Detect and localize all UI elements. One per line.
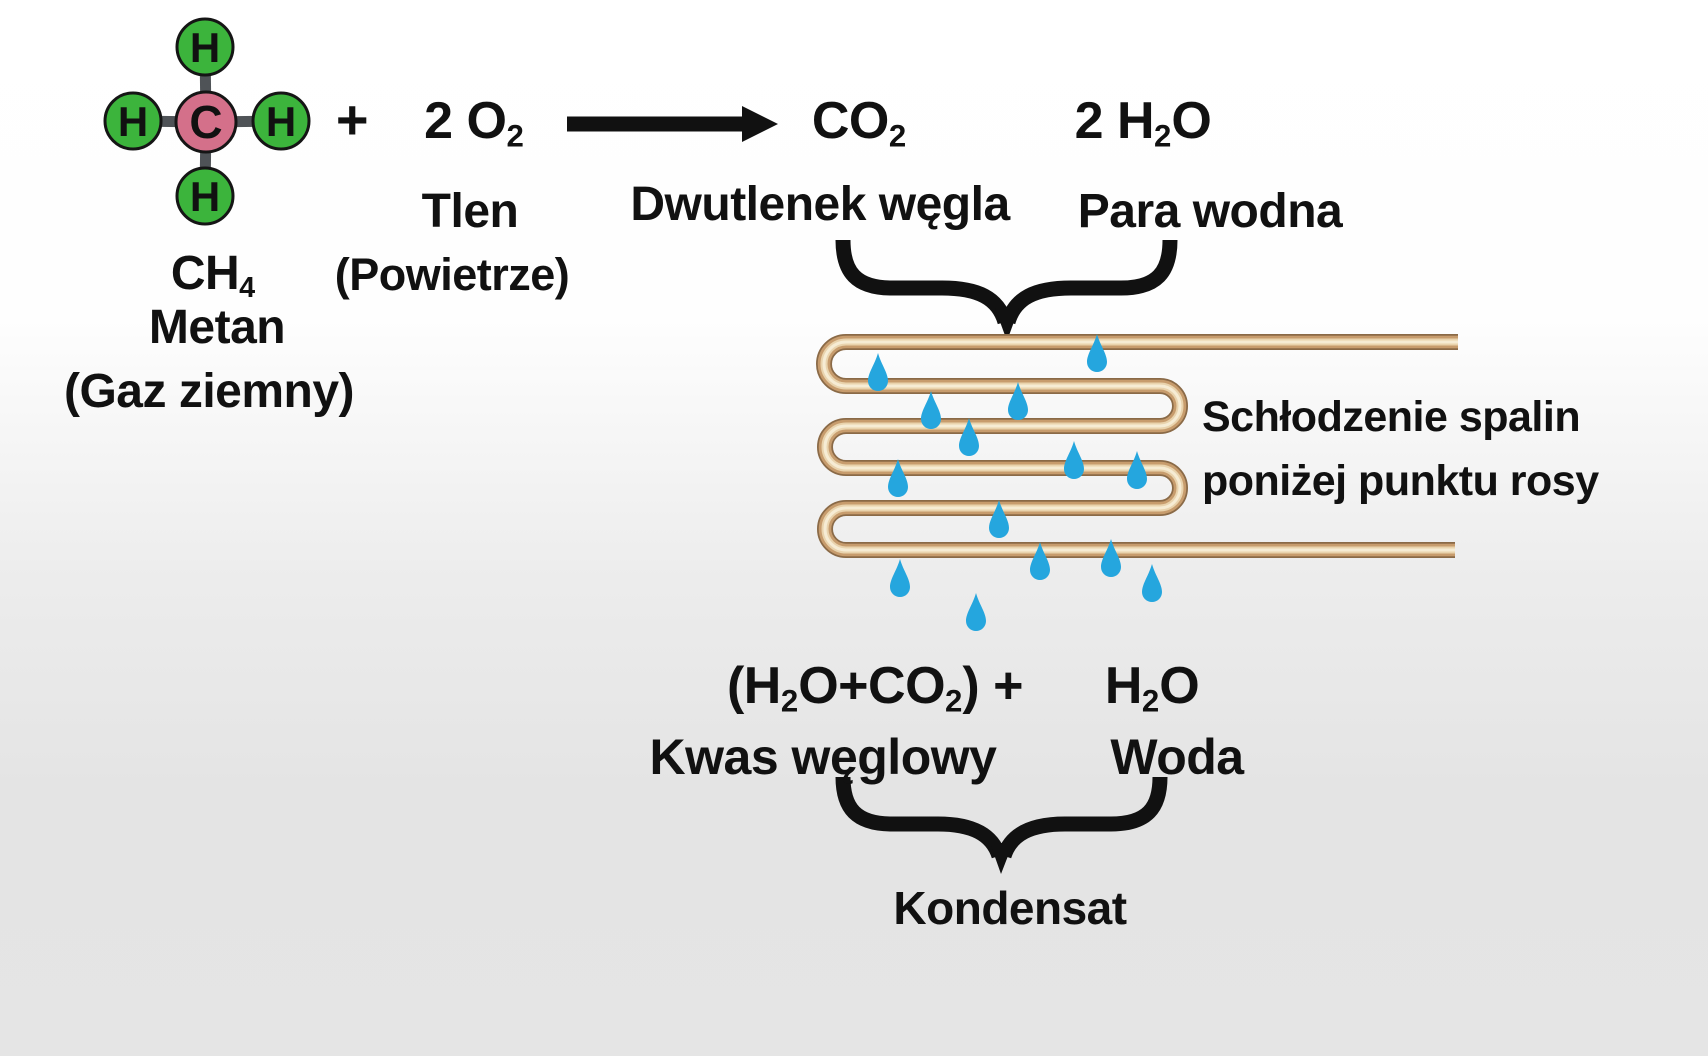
formula-text: O xyxy=(1159,657,1200,715)
formula-text: 2 O xyxy=(424,92,507,150)
top-brace xyxy=(835,239,1178,341)
exchanger-caption-line1: Schłodzenie spalin xyxy=(1202,393,1581,441)
brace-tip xyxy=(990,843,1013,874)
condensate-label: Kondensat xyxy=(893,882,1127,934)
water-droplet-icon xyxy=(1008,382,1028,420)
formula-text: (H xyxy=(726,657,781,715)
formula-subscript: 2 xyxy=(780,683,799,719)
water-droplet-icon xyxy=(1101,539,1121,577)
hydrogen-label: H xyxy=(190,24,220,71)
heat-exchanger-coil xyxy=(824,342,1458,550)
formula-subscript: 2 xyxy=(945,683,963,719)
steam-name: Para wodna xyxy=(1077,185,1343,238)
oxygen-source: (Powietrze) xyxy=(334,249,570,300)
formula-text: ) + xyxy=(962,657,1024,715)
water-droplet-icon xyxy=(1064,441,1084,479)
water-droplet-icon xyxy=(989,500,1009,538)
formula-subscript: 2 xyxy=(1154,118,1172,154)
carbonic-acid-name: Kwas węglowy xyxy=(649,729,997,785)
brace-tip xyxy=(995,308,1019,341)
water-droplet-icon xyxy=(1127,451,1147,489)
methane-source: (Gaz ziemny) xyxy=(63,365,355,418)
exchanger-caption-line2: poniżej punktu rosy xyxy=(1202,457,1599,505)
condensation-droplets xyxy=(868,334,1162,631)
water-formula: H2O xyxy=(1104,657,1200,719)
steam-formula: 2 H2O xyxy=(1075,95,1212,152)
methane-name: Metan xyxy=(148,301,286,354)
water-droplet-icon xyxy=(888,459,908,497)
formula-text: O xyxy=(1171,92,1212,150)
hydrogen-atom xyxy=(251,91,311,151)
formula-subscript: 2 xyxy=(1141,683,1160,719)
formula-subscript: 4 xyxy=(239,272,256,305)
water-name: Woda xyxy=(1110,729,1244,785)
co2-name: Dwutlenek węgla xyxy=(630,178,1010,231)
water-droplet-icon xyxy=(868,353,888,391)
hydrogen-label: H xyxy=(118,98,148,145)
hydrogen-label: H xyxy=(190,173,220,220)
formula-text: CH xyxy=(170,247,240,300)
formula-text: H xyxy=(1104,657,1143,715)
water-droplet-icon xyxy=(921,391,941,429)
water-droplet-icon xyxy=(1030,542,1050,580)
water-droplet-icon xyxy=(966,593,986,631)
formula-text: 2 H xyxy=(1074,92,1155,150)
co2-formula: CO2 xyxy=(812,95,906,152)
hydrogen-atom xyxy=(175,17,235,77)
water-droplet-icon xyxy=(1087,334,1107,372)
hydrogen-atom xyxy=(175,166,235,226)
hydrogen-label: H xyxy=(266,98,296,145)
formula-subscript: 2 xyxy=(888,118,907,154)
water-droplet-icon xyxy=(959,418,979,456)
reaction-arrow-icon xyxy=(567,106,778,142)
water-droplet-icon xyxy=(890,559,910,597)
formula-text: O+CO xyxy=(798,657,946,715)
oxygen-name: Tlen xyxy=(421,185,519,238)
water-droplet-icon xyxy=(1142,564,1162,602)
methane-formula: CH4 xyxy=(171,250,255,303)
hydrogen-atom xyxy=(103,91,163,151)
carbon-atom xyxy=(174,90,238,154)
oxygen-formula: 2 O2 xyxy=(424,95,524,152)
plus-sign: + xyxy=(335,88,369,151)
carbonic-acid-formula: (H2O+CO2) + xyxy=(726,657,1024,719)
bottom-brace xyxy=(835,776,1168,874)
formula-subscript: 2 xyxy=(506,118,524,154)
carbon-label: C xyxy=(189,96,222,148)
methane-molecule: H H H H C xyxy=(103,17,311,226)
formula-text: CO xyxy=(811,92,890,150)
